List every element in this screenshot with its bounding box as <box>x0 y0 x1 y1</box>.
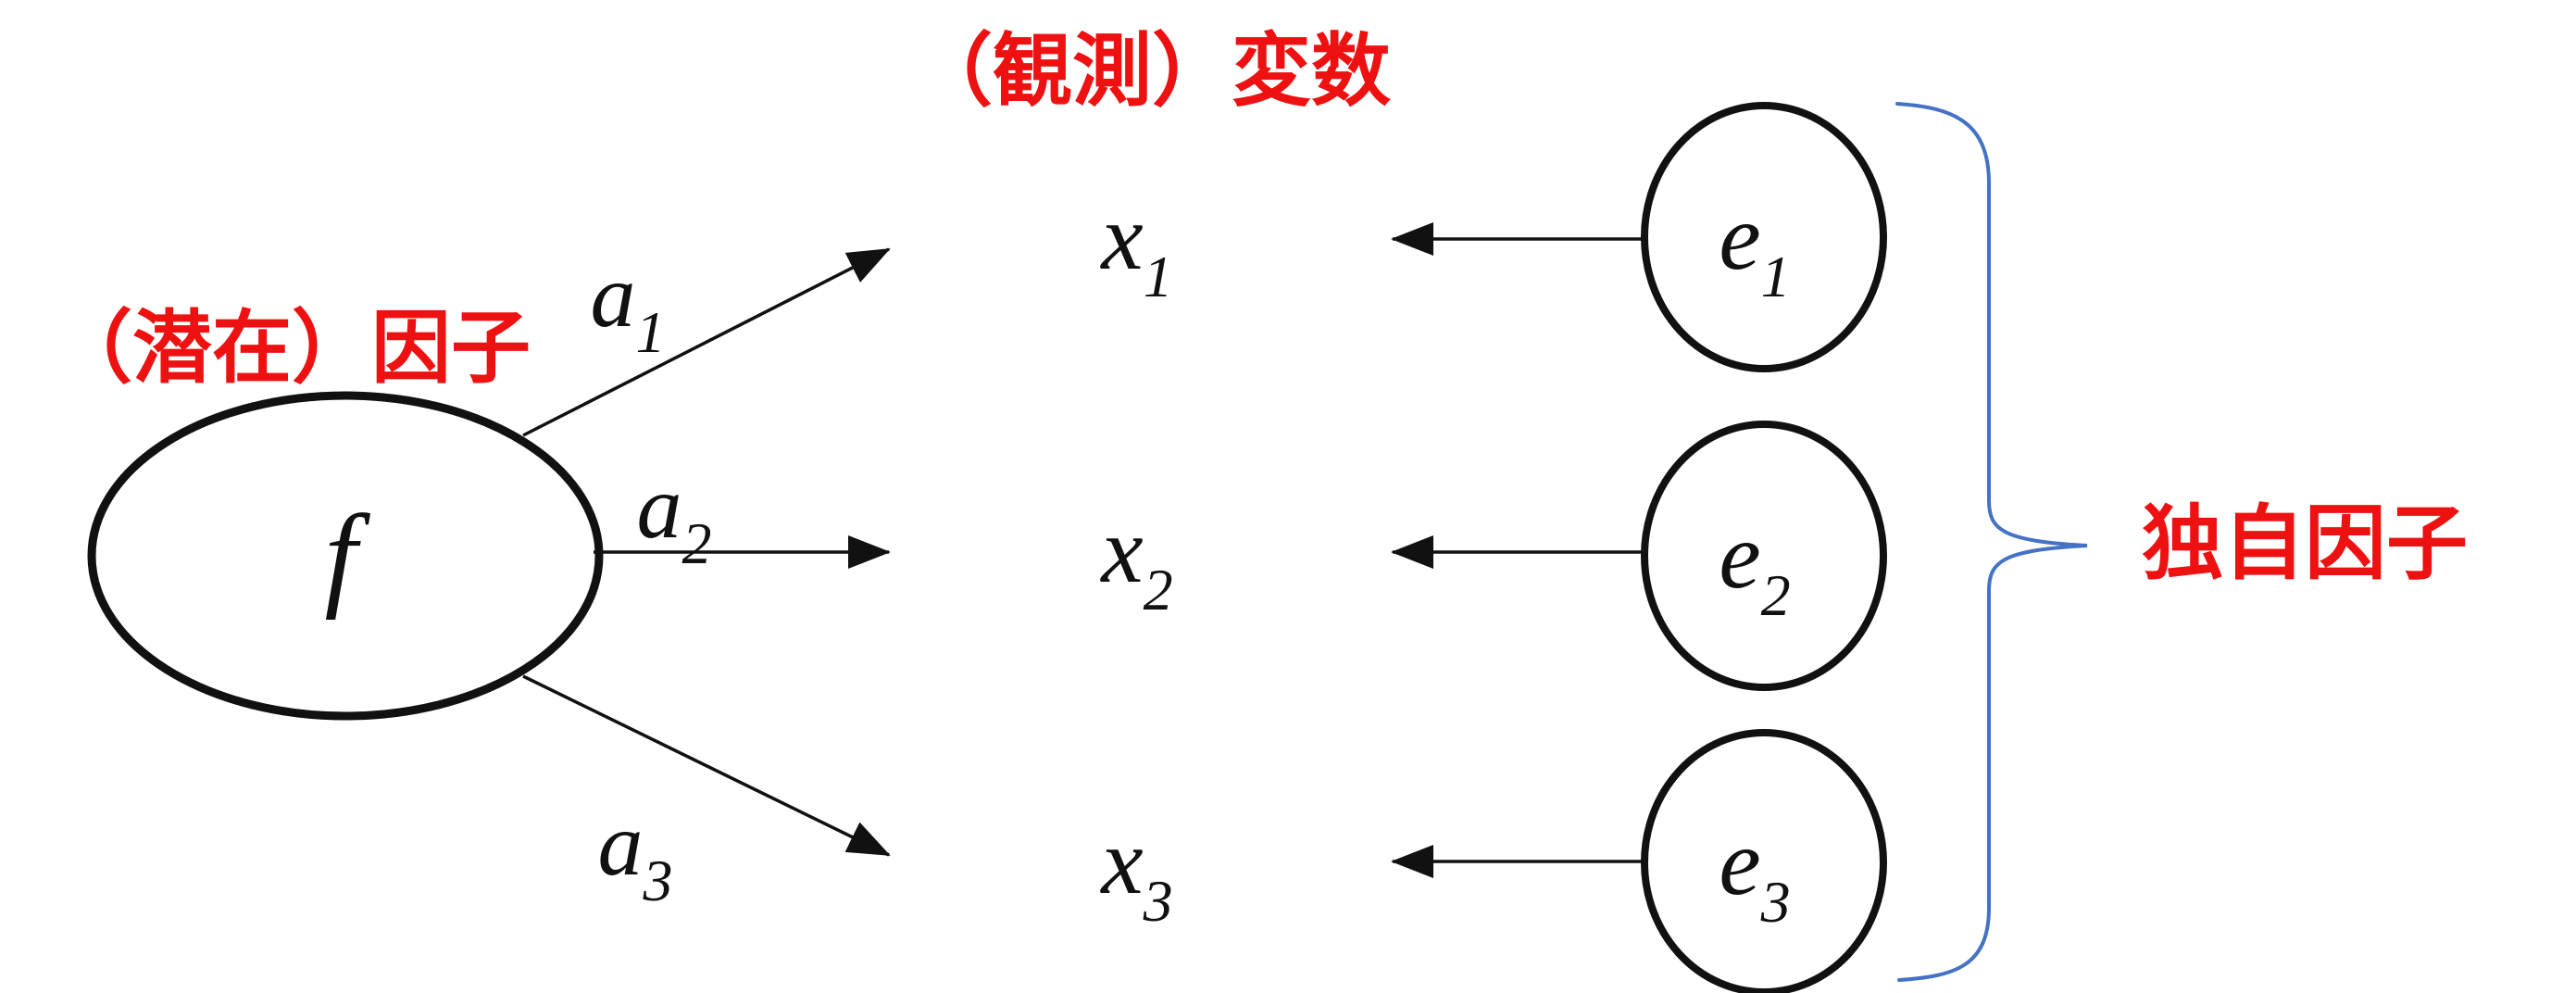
loading-label-a3: a3 <box>598 795 673 913</box>
error-label-e3: e3 <box>1719 811 1790 935</box>
error-node-e2 <box>1641 421 1887 691</box>
error-node-e3 <box>1641 729 1887 993</box>
loading-label-a1: a1 <box>591 246 666 365</box>
error-node-e1 <box>1641 102 1887 372</box>
variable-box-x1 <box>895 133 1386 345</box>
variable-label-x2: x2 <box>1099 498 1172 622</box>
right-brace <box>1895 102 2088 982</box>
variable-label-x1: x1 <box>1099 185 1172 309</box>
variable-box-x2 <box>895 446 1386 658</box>
unique-factors-title: 独自因子 <box>2142 496 2468 591</box>
arrow-f-to-x3 <box>522 674 891 857</box>
observed-variables-title: （観測）変数 <box>913 25 1391 118</box>
variable-box-x3 <box>895 758 1386 969</box>
arrow-f-to-x1 <box>522 247 891 437</box>
factor-label-f: f <box>324 492 370 621</box>
error-label-e1: e1 <box>1719 185 1790 309</box>
variable-label-x3: x3 <box>1099 810 1172 934</box>
loading-label-a2: a2 <box>637 458 712 576</box>
error-label-e2: e2 <box>1719 504 1790 628</box>
latent-factor-title: （潜在）因子 <box>53 302 531 395</box>
factor-node-f <box>87 391 604 721</box>
